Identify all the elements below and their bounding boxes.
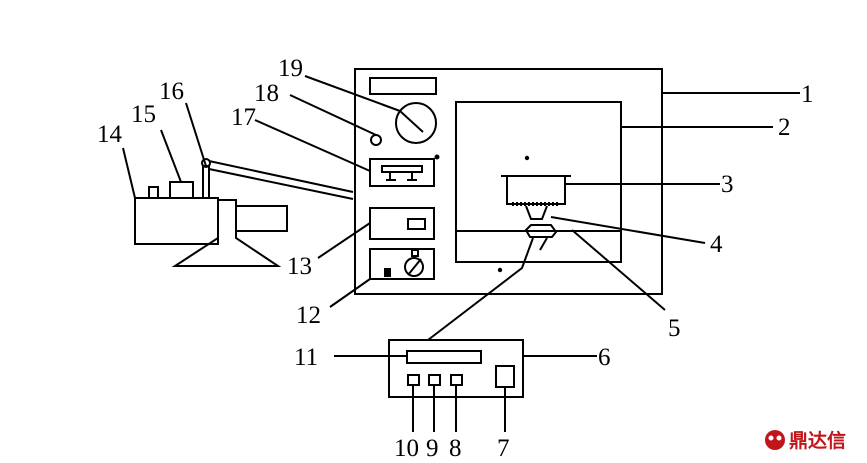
label-7: 7	[497, 435, 510, 462]
label-4: 4	[710, 231, 723, 258]
label-1: 1	[801, 81, 814, 108]
cabinet-outline	[354, 68, 663, 295]
button-10	[407, 374, 420, 386]
label-8: 8	[449, 435, 462, 462]
cup-neck	[525, 205, 548, 220]
watermark-logo: 鼎达信	[765, 429, 846, 452]
panel-17-bracket	[381, 165, 423, 181]
label-15: 15	[131, 101, 156, 128]
label-10: 10	[394, 435, 419, 462]
arm	[208, 160, 354, 200]
label-18: 18	[254, 80, 279, 107]
panel-12	[369, 248, 435, 280]
stand-base	[171, 199, 282, 267]
label-5: 5	[668, 315, 681, 342]
post-16	[202, 165, 210, 199]
panel-12-dial	[404, 257, 424, 277]
left-device-box	[134, 197, 219, 245]
sample-cup	[506, 175, 566, 205]
block-15	[169, 181, 194, 199]
sensor-cable	[427, 237, 548, 341]
pressure-gauge	[395, 102, 437, 144]
small-knob	[370, 134, 382, 146]
cap-14	[148, 186, 159, 199]
label-12: 12	[296, 302, 321, 329]
switch-7	[495, 365, 515, 388]
label-11: 11	[294, 344, 318, 371]
label-13: 13	[287, 253, 312, 280]
label-19: 19	[278, 55, 303, 82]
label-6: 6	[598, 344, 611, 371]
inner-chamber	[455, 101, 622, 263]
top-slot	[369, 77, 437, 95]
panel-17	[369, 158, 435, 187]
side-cylinder	[235, 205, 288, 232]
label-17: 17	[231, 104, 256, 131]
label-2: 2	[778, 114, 791, 141]
watermark-text: 鼎达信	[789, 429, 846, 452]
label-16: 16	[159, 78, 184, 105]
pivot-16	[201, 158, 211, 168]
sensor-probe	[524, 224, 558, 238]
button-8	[450, 374, 463, 386]
watermark-icon	[765, 430, 785, 450]
label-9: 9	[426, 435, 439, 462]
panel-13-button	[407, 218, 426, 230]
button-9	[428, 374, 441, 386]
instrument-display	[406, 350, 482, 364]
label-3: 3	[721, 171, 734, 198]
leader-lines	[122, 75, 800, 432]
label-14: 14	[97, 121, 123, 148]
